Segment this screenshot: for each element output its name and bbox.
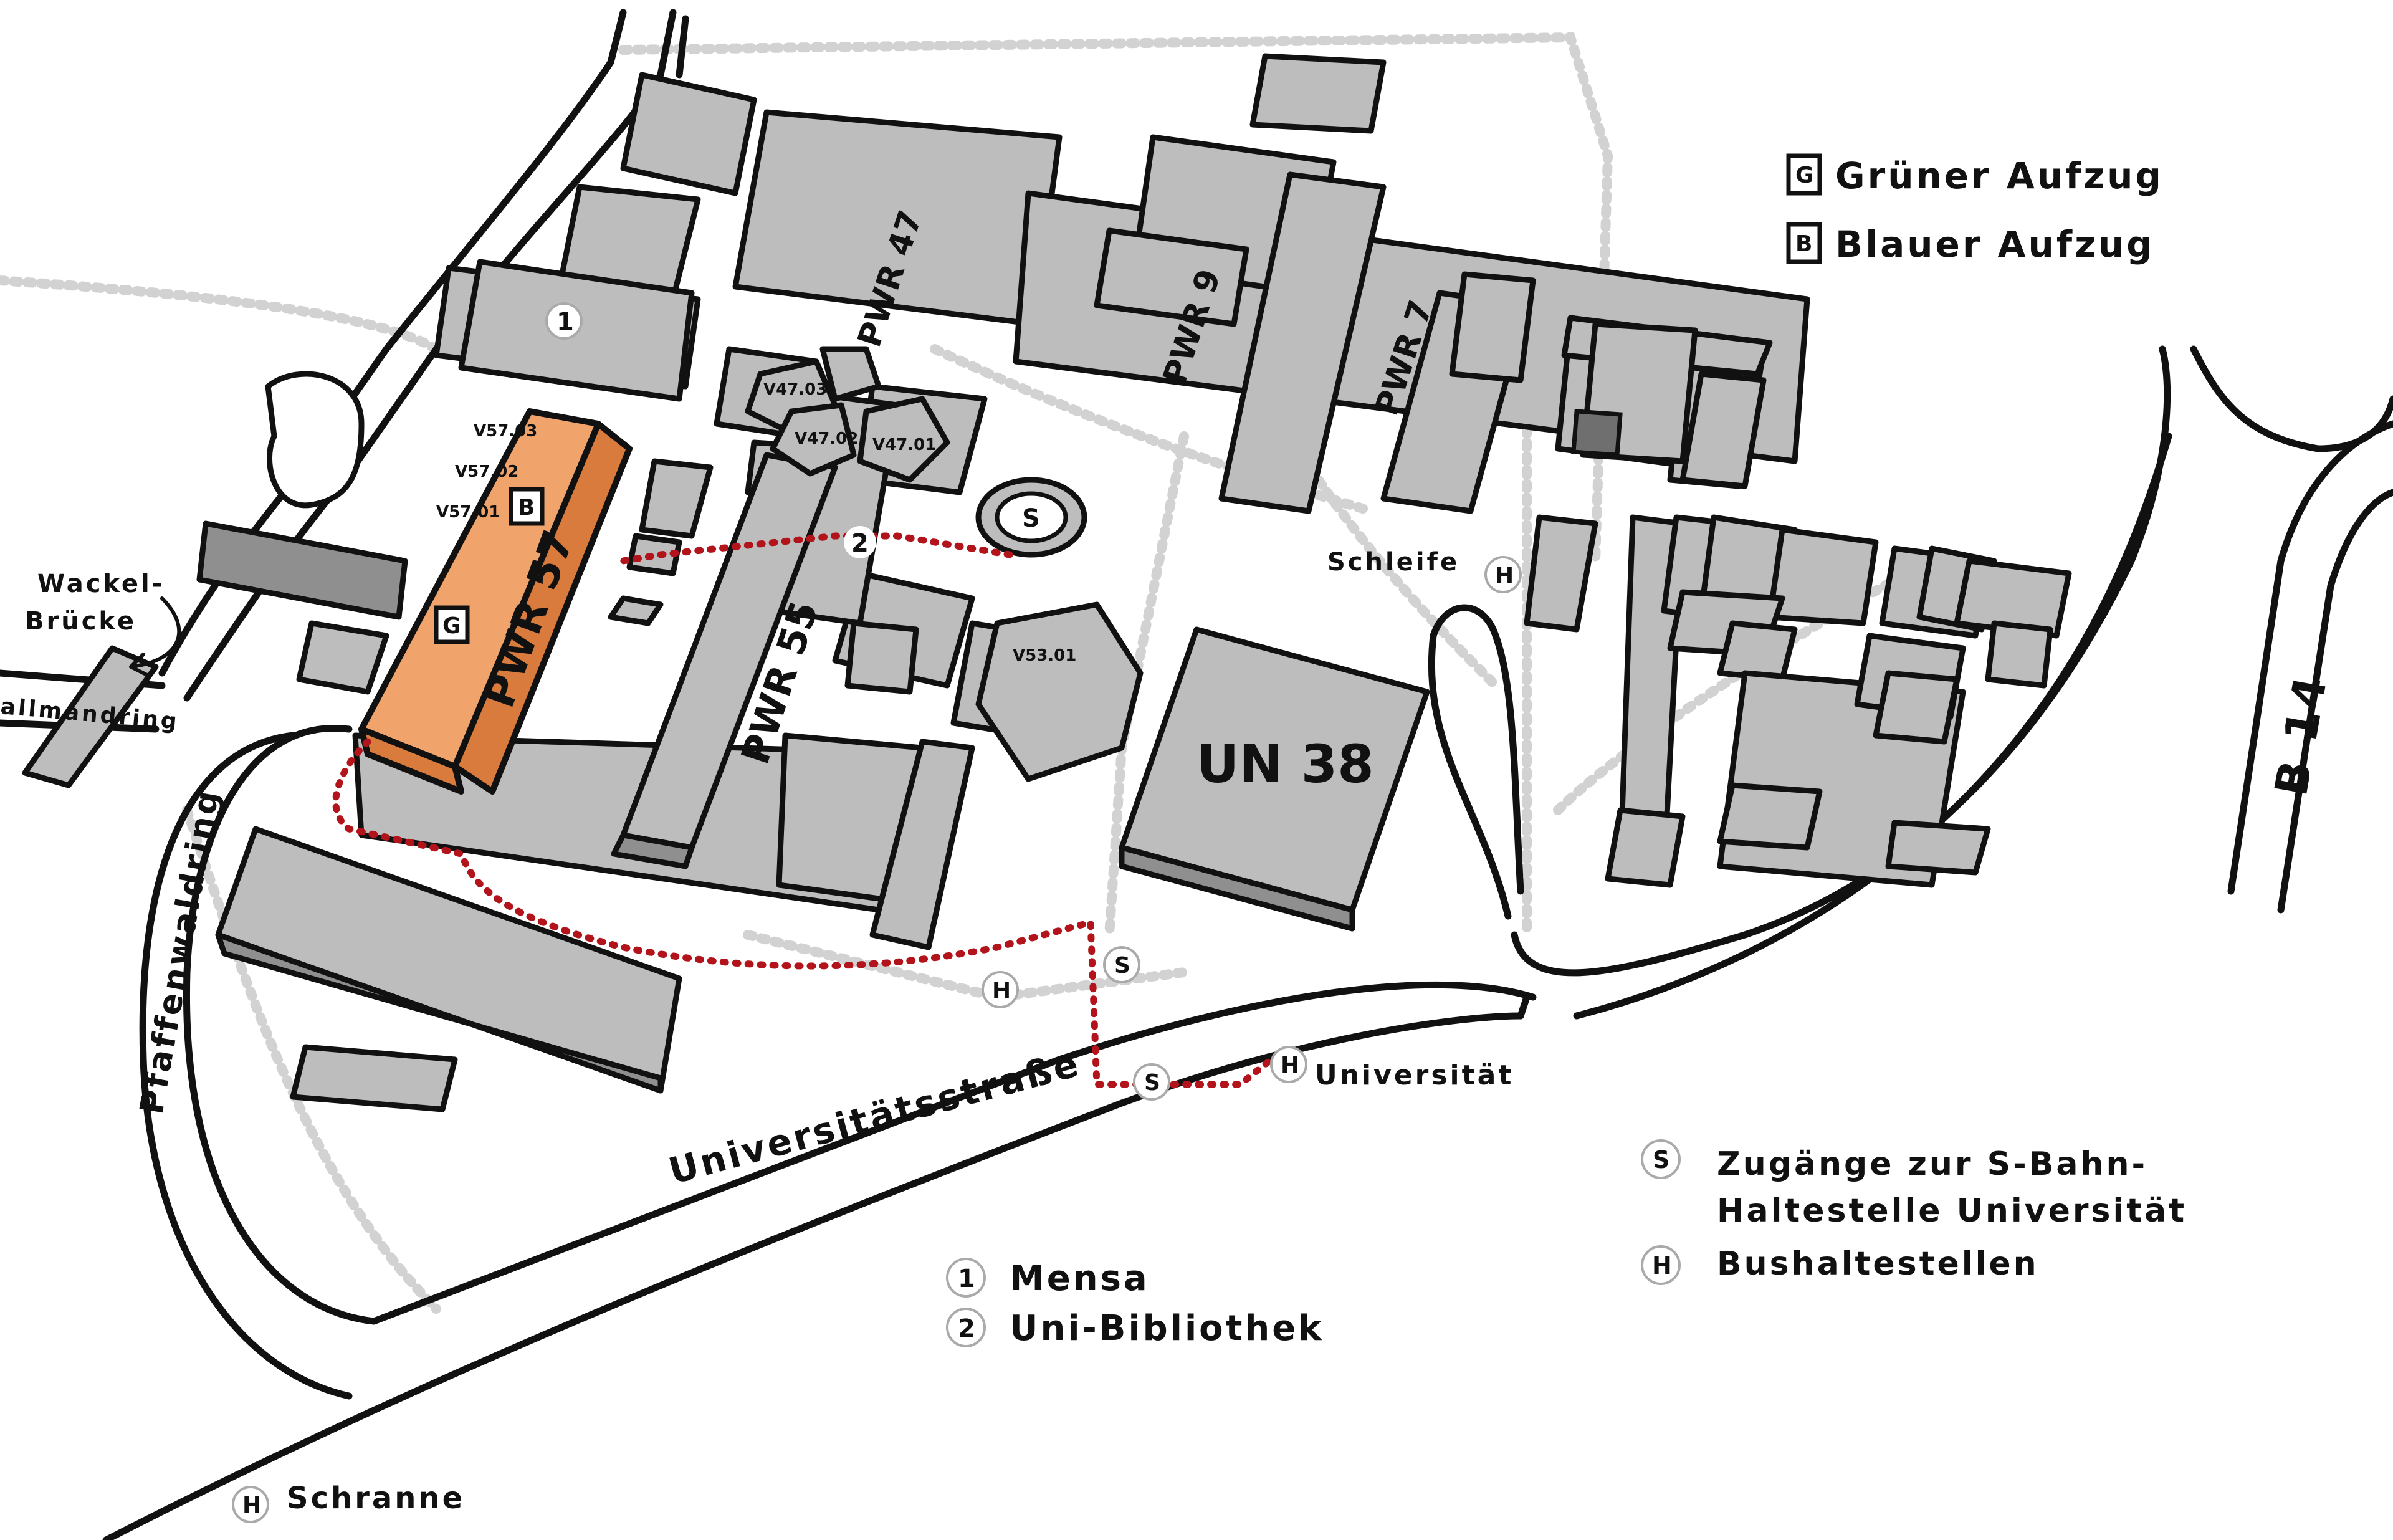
label-v57-02: V57.02 — [455, 462, 518, 481]
svg-text:Blauer Aufzug: Blauer Aufzug — [1835, 223, 2155, 265]
legend-bus-stops: H Bushaltestellen — [1641, 1245, 2039, 1285]
label-v57-01: V57.01 — [436, 503, 500, 522]
legend-elevator-green: G Grüner Aufzug — [1786, 153, 2164, 197]
marker-h-mensa: H — [982, 971, 1019, 1008]
svg-text:B: B — [1795, 231, 1812, 257]
svg-text:S: S — [1144, 1070, 1160, 1096]
label-un38: UN 38 — [1196, 734, 1374, 795]
svg-text:Bushaltestellen: Bushaltestellen — [1717, 1245, 2039, 1283]
label-wackelbruecke-1: Wackel- — [37, 570, 165, 598]
svg-text:1: 1 — [958, 1265, 975, 1293]
marker-s-south: S — [1133, 1063, 1170, 1101]
street-universitaetsstrasse: Universitätsstraße — [664, 1042, 1085, 1193]
svg-text:2: 2 — [958, 1314, 975, 1343]
label-v57-03: V57.03 — [474, 422, 537, 441]
label-stop-universitaet: Universität — [1315, 1059, 1514, 1091]
svg-text:S: S — [1653, 1146, 1669, 1174]
svg-text:Haltestelle Universität: Haltestelle Universität — [1717, 1192, 2187, 1230]
svg-text:H: H — [1281, 1053, 1299, 1078]
svg-text:H: H — [1495, 563, 1514, 588]
svg-text:S: S — [1114, 953, 1130, 978]
marker-h-schleife: H — [1484, 556, 1522, 593]
legend-library: 2 Uni-Bibliothek — [946, 1308, 1324, 1349]
svg-text:Uni-Bibliothek: Uni-Bibliothek — [1010, 1308, 1324, 1349]
label-stop-schranne: Schranne — [287, 1481, 465, 1516]
v47-buildings — [745, 346, 950, 483]
svg-text:Zugänge zur S-Bahn-: Zugänge zur S-Bahn- — [1717, 1145, 2147, 1183]
street-b14: B 14 — [2265, 670, 2338, 800]
marker-s-north: S — [1103, 946, 1140, 983]
buildings — [215, 53, 2072, 1112]
legend-elevator-blue: B Blauer Aufzug — [1786, 222, 2155, 265]
marker-h-universitaet: H — [1270, 1046, 1307, 1083]
legend-s-access: S Zugänge zur S-Bahn- Haltestelle Univer… — [1641, 1139, 2187, 1230]
svg-text:H: H — [242, 1493, 261, 1518]
marker-library: 2 — [844, 526, 876, 558]
svg-text:Mensa: Mensa — [1010, 1258, 1150, 1299]
sbahn-rotunda — [975, 477, 1087, 558]
label-v47-01: V47.01 — [872, 436, 936, 454]
marker-elevator-b: B — [509, 487, 545, 526]
svg-text:Grüner Aufzug: Grüner Aufzug — [1835, 155, 2164, 197]
walking-route — [332, 532, 1275, 1088]
wackelbruecke-arrow — [129, 596, 181, 678]
building-un38 — [1119, 626, 1430, 932]
wackelbruecke — [22, 520, 408, 788]
svg-text:S: S — [1022, 504, 1040, 533]
pond — [265, 371, 365, 509]
marker-mensa: 1 — [545, 302, 583, 340]
building-v53-01 — [975, 601, 1144, 782]
label-wackelbruecke-2: Brücke — [25, 607, 136, 636]
svg-text:H: H — [1652, 1252, 1672, 1279]
svg-text:1: 1 — [556, 308, 574, 337]
svg-text:H: H — [992, 978, 1011, 1003]
label-stop-schleife: Schleife — [1327, 548, 1459, 576]
svg-text:2: 2 — [851, 529, 869, 558]
marker-sbahn-rotunda: S — [1022, 504, 1040, 533]
label-v47-03: V47.03 — [763, 380, 827, 399]
svg-text:G: G — [442, 613, 461, 639]
label-v53-01: V53.01 — [1013, 646, 1076, 665]
marker-h-schranne: H — [232, 1486, 269, 1523]
legend-mensa: 1 Mensa — [946, 1258, 1150, 1299]
label-v47-02: V47.02 — [795, 429, 858, 448]
svg-text:B: B — [518, 495, 535, 520]
svg-text:G: G — [1795, 163, 1814, 188]
marker-elevator-g: G — [434, 605, 470, 644]
